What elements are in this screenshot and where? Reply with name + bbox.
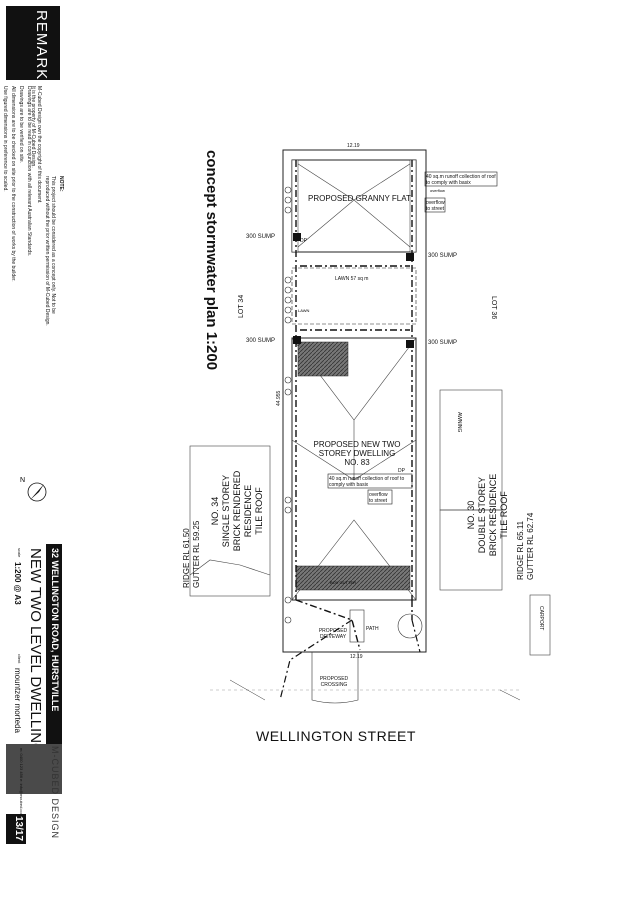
sump-1 xyxy=(293,233,301,241)
path-label: PATH xyxy=(366,626,379,632)
scale-caption: scale xyxy=(17,548,22,558)
svg-text:BOX GUTTER: BOX GUTTER xyxy=(330,580,356,585)
sump-label-3: 300 SUMP xyxy=(246,338,276,344)
remarks-panel: REMARKS: M-Cubed Design own the copyrigh… xyxy=(2,6,60,322)
sheet-number: 13/17 xyxy=(13,816,24,842)
svg-text:LAWN: LAWN xyxy=(298,308,310,313)
dp-label-1: DP xyxy=(300,238,307,244)
dim-top: 12.19 xyxy=(347,143,360,149)
tree-row-left xyxy=(284,186,292,624)
overflow-note-top: overflow to street xyxy=(426,200,445,212)
firm-name: M-CUBED DESIGN xyxy=(50,746,60,840)
carport-outline xyxy=(529,594,551,656)
remarks-heading-box: REMARKS: xyxy=(6,6,60,96)
lawn-label: LAWN 57 sq m xyxy=(335,276,369,282)
sump-3 xyxy=(293,336,301,344)
granny-flat-roof xyxy=(291,159,417,253)
granny-flat-label: PROPOSED GRANNY FLAT xyxy=(308,194,411,203)
north-arrow-icon: N xyxy=(20,477,47,502)
neighbour-left-line-2: SINGLE STOREY xyxy=(221,474,231,548)
dwelling-label-1: PROPOSED NEW TWO xyxy=(313,440,401,449)
dwelling-outline xyxy=(291,337,417,601)
svg-text:overflow: overflow xyxy=(430,188,445,193)
balcony-hatch-bottom xyxy=(295,565,411,591)
sump-label-1: 300 SUMP xyxy=(246,234,276,240)
neighbour-right-line-4: TILE ROOF xyxy=(499,491,509,539)
neighbour-left-desc: NO. 34 SINGLE STOREY BRICK RENDERED RESI… xyxy=(210,456,265,566)
runoff-note-mid: 40 sq.m runoff collection of roof to com… xyxy=(329,476,405,488)
site-boundary xyxy=(282,149,427,653)
neighbour-right-rl-gutter: GUTTER RL 62.74 xyxy=(526,512,535,580)
neighbour-left-line-3: BRICK RENDERED xyxy=(232,470,242,552)
neighbour-right-desc: NO. 30 DOUBLE STOREY BRICK RESIDENCE TIL… xyxy=(466,460,510,570)
neighbour-right-line-1: NO. 30 xyxy=(466,500,476,530)
address-bar: 32 WELLINGTON ROAD, HURSTVILLE xyxy=(46,544,62,744)
crossing-outline xyxy=(311,652,359,704)
dwelling-roof xyxy=(291,337,417,601)
lot-left-label: LOT 34 xyxy=(238,294,245,318)
runoff-note-top: 40 sq.m runoff collection of roof to com… xyxy=(426,174,496,186)
neighbour-left-building xyxy=(189,445,271,597)
overflow-note-mid: overflow to street xyxy=(369,492,388,504)
client-caption: client xyxy=(17,654,22,664)
neighbour-left-rl-ridge: RIDGE RL 61.50 xyxy=(182,528,191,588)
driveway-label: PROPOSED DRIVEWAY xyxy=(318,628,348,640)
lawn-area xyxy=(291,267,417,325)
sump-2 xyxy=(406,253,414,261)
neighbour-right-rl-ridge: RIDGE RL 65.11 xyxy=(516,520,525,580)
project-name: NEW TWO LEVEL DWELLING xyxy=(27,548,44,755)
neighbour-right-line-2: DOUBLE STOREY xyxy=(477,476,487,554)
dim-side: 44.955 xyxy=(276,390,282,406)
awning-label: AWNING xyxy=(456,412,462,433)
address: 32 WELLINGTON ROAD, HURSTVILLE xyxy=(50,548,60,712)
neighbour-right-line-3: BRICK RESIDENCE xyxy=(488,473,498,557)
front-tree xyxy=(397,613,423,639)
dim-bottom: 12.19 xyxy=(350,654,363,660)
dp-label-2: DP xyxy=(398,468,405,474)
street-name: WELLINGTON STREET xyxy=(256,728,416,744)
neighbour-left-text: RIDGE RL 61.50 GUTTER RL 59.25 xyxy=(182,448,202,588)
sheet-box: 13/17 xyxy=(6,814,26,844)
dwelling-label-2: STOREY DWELLING xyxy=(318,449,396,458)
lot-right-label: LOT 36 xyxy=(490,296,497,320)
svg-text:N: N xyxy=(20,477,25,484)
title-block: 32 WELLINGTON ROAD, HURSTVILLE NEW TWO L… xyxy=(6,544,62,844)
sump-label-2: 300 SUMP xyxy=(428,253,458,259)
logo-box xyxy=(6,744,62,794)
balcony-hatch-top xyxy=(297,341,349,377)
stormwater-line xyxy=(295,160,413,651)
carport-label: CARPORT xyxy=(538,606,544,631)
neighbour-left-line-5: TILE ROOF xyxy=(254,487,264,535)
scale-value: 1:200 @ A3 xyxy=(13,562,22,605)
neighbour-left-line-4: RESIDENCE xyxy=(243,484,253,538)
granny-flat-outline xyxy=(291,159,417,253)
neighbour-left-rl-gutter: GUTTER RL 59.25 xyxy=(192,520,201,588)
neighbour-left-line-1: NO. 34 xyxy=(210,496,220,526)
sump-label-4: 300 SUMP xyxy=(428,340,458,346)
client-name: mountzer morteda xyxy=(13,668,22,733)
crossing-label: PROPOSED CROSSING xyxy=(319,676,349,688)
neighbour-right-rl: RIDGE RL 65.11 GUTTER RL 62.74 xyxy=(516,440,536,580)
dwelling-label-3: NO. 83 xyxy=(344,458,370,467)
